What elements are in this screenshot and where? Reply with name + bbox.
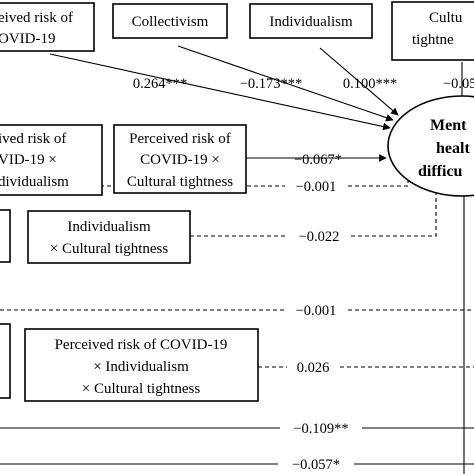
coef-row-c: −0.109** bbox=[293, 421, 348, 437]
coef-row-d: −0.057* bbox=[292, 457, 340, 473]
coef-individualism-x-tightness: −0.022 bbox=[299, 229, 340, 245]
node-label-line: VID-19 × bbox=[0, 152, 57, 168]
node-label-line: tightne bbox=[412, 32, 454, 48]
coef-row-b: −0.001 bbox=[296, 303, 337, 319]
node-label-line: Individualism bbox=[67, 219, 151, 235]
coef-perceived-risk: 0.264*** bbox=[133, 76, 187, 92]
coef-three-way: 0.026 bbox=[297, 360, 330, 376]
arrow-individualism bbox=[319, 47, 399, 116]
node-label-line: × Cultural tightness bbox=[50, 241, 169, 257]
coef-individualism: 0.100*** bbox=[343, 76, 397, 92]
node-risk-x-tightness: Perceived risk of COVID-19 × Cultural ti… bbox=[113, 124, 247, 194]
outcome-label-line: Ment bbox=[430, 117, 467, 134]
node-perceived-risk: eived risk of OVID-19 bbox=[0, 2, 95, 52]
arrow-collectivism bbox=[177, 45, 394, 122]
coef-risk-x-tightness: −0.067* bbox=[294, 152, 342, 168]
node-label-line: OVID-19 bbox=[0, 31, 56, 47]
node-three-way: Perceived risk of COVID-19 × Individuali… bbox=[24, 328, 259, 402]
node-individualism: Individualism bbox=[249, 3, 373, 39]
coefficients: 0.264*** −0.173*** 0.100*** −0.05 −0.067… bbox=[133, 76, 474, 473]
arrow-individualism-x-tightness bbox=[190, 176, 436, 237]
coef-cultural-tightness: −0.05 bbox=[443, 76, 474, 92]
coef-collectivism: −0.173*** bbox=[240, 76, 303, 92]
node-label-line: Cultu bbox=[429, 10, 463, 26]
node-individualism-x-tightness: Individualism × Cultural tightness bbox=[27, 210, 191, 264]
node-cultural-tightness: Cultu tightne bbox=[391, 1, 474, 61]
arrow-perceived-risk bbox=[49, 53, 391, 131]
node-label-line: Perceived risk of COVID-19 bbox=[55, 337, 228, 353]
node-outcome: Ment healt difficu bbox=[387, 95, 474, 197]
node-label-line: × Cultural tightness bbox=[82, 381, 201, 397]
node-collectivism: Collectivism bbox=[112, 3, 228, 39]
node-label-line: eived risk of bbox=[0, 10, 73, 26]
node-label-line: dividualism bbox=[0, 174, 69, 190]
node-risk-x-individualism: ived risk of VID-19 × dividualism bbox=[0, 124, 103, 196]
node-label-line: Perceived risk of bbox=[129, 131, 231, 147]
node-cropped-left-lower bbox=[0, 323, 11, 399]
outcome-label-line: difficu bbox=[418, 163, 463, 180]
node-label-line: Collectivism bbox=[132, 14, 209, 30]
node-label-line: × Individualism bbox=[93, 359, 189, 375]
node-label-line: COVID-19 × bbox=[140, 152, 220, 168]
node-label-line: Individualism bbox=[269, 14, 353, 30]
outcome-label-line: healt bbox=[436, 140, 470, 157]
coef-row-a: −0.001 bbox=[296, 179, 337, 195]
node-label-line: ived risk of bbox=[0, 131, 66, 147]
node-cropped-left-upper bbox=[0, 209, 11, 263]
node-label-line: Cultural tightness bbox=[127, 174, 233, 190]
